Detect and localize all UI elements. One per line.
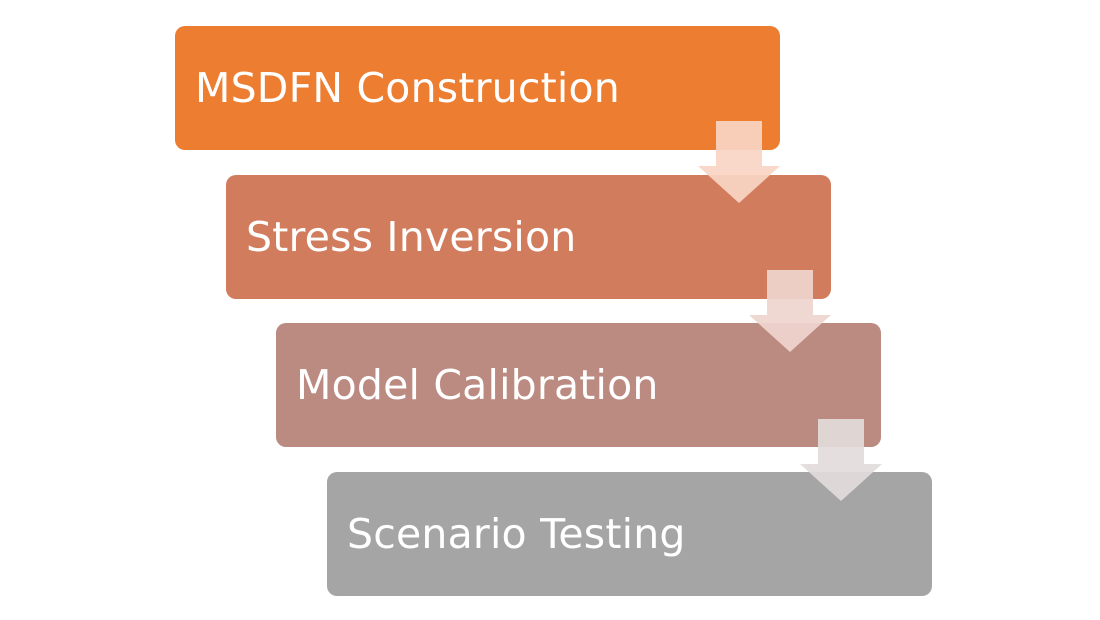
down-arrow-icon (749, 270, 831, 352)
step-label: Model Calibration (296, 361, 659, 409)
step-scenario-testing: Scenario Testing (327, 472, 932, 596)
step-msdfn-construction: MSDFN Construction (175, 26, 780, 150)
step-stress-inversion: Stress Inversion (226, 175, 831, 299)
down-arrow-icon (698, 121, 780, 203)
down-arrow-icon (800, 419, 882, 501)
step-label: MSDFN Construction (195, 64, 620, 112)
step-label: Scenario Testing (347, 510, 686, 558)
step-model-calibration: Model Calibration (276, 323, 881, 447)
step-label: Stress Inversion (246, 213, 577, 261)
